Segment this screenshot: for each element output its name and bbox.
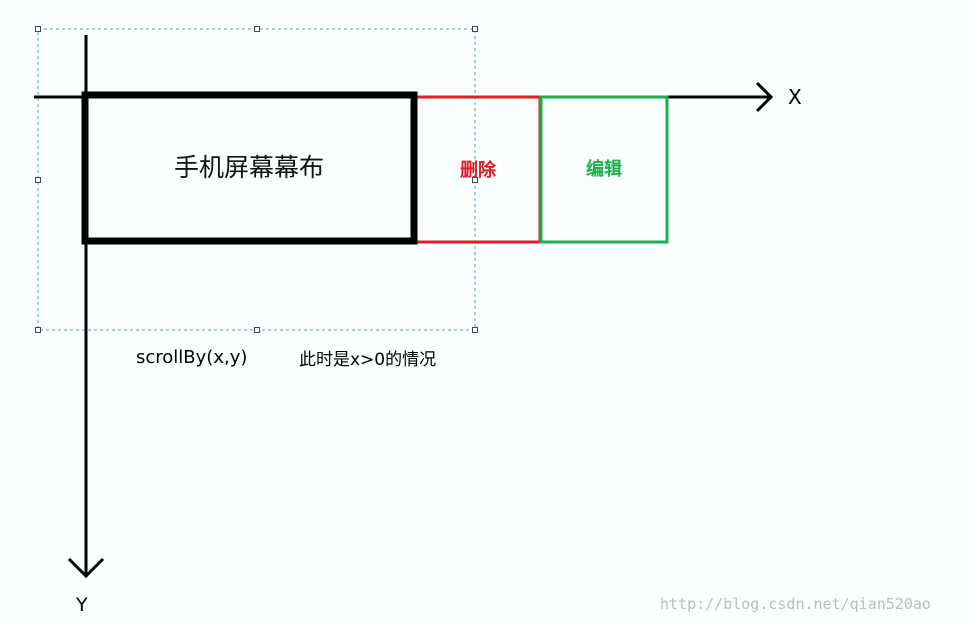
handle-bottom-middle xyxy=(254,327,260,333)
condition-caption: 此时是x>0的情况 xyxy=(299,350,437,370)
handle-top-left xyxy=(35,26,41,32)
y-axis-arrowhead xyxy=(67,557,105,579)
handle-middle-right xyxy=(472,177,478,183)
handle-bottom-right xyxy=(472,327,478,333)
delete-label: 删除 xyxy=(460,160,496,181)
screen-box xyxy=(81,91,418,245)
watermark-url: http://blog.csdn.net/qian520ao xyxy=(660,595,931,613)
edit-label: 编辑 xyxy=(586,159,622,180)
screen-label: 手机屏幕幕布 xyxy=(173,153,324,182)
x-axis-label: X xyxy=(788,85,802,109)
handle-bottom-left xyxy=(35,327,41,333)
scrollby-caption: scrollBy(x,y) xyxy=(136,347,248,368)
edit-box xyxy=(539,95,669,244)
selection-handles xyxy=(35,26,478,333)
x-axis-arrowhead xyxy=(755,81,774,113)
handle-middle-left xyxy=(35,177,41,183)
y-axis-label: Y xyxy=(76,594,88,616)
handle-top-right xyxy=(472,26,478,32)
handle-top-middle xyxy=(254,26,260,32)
